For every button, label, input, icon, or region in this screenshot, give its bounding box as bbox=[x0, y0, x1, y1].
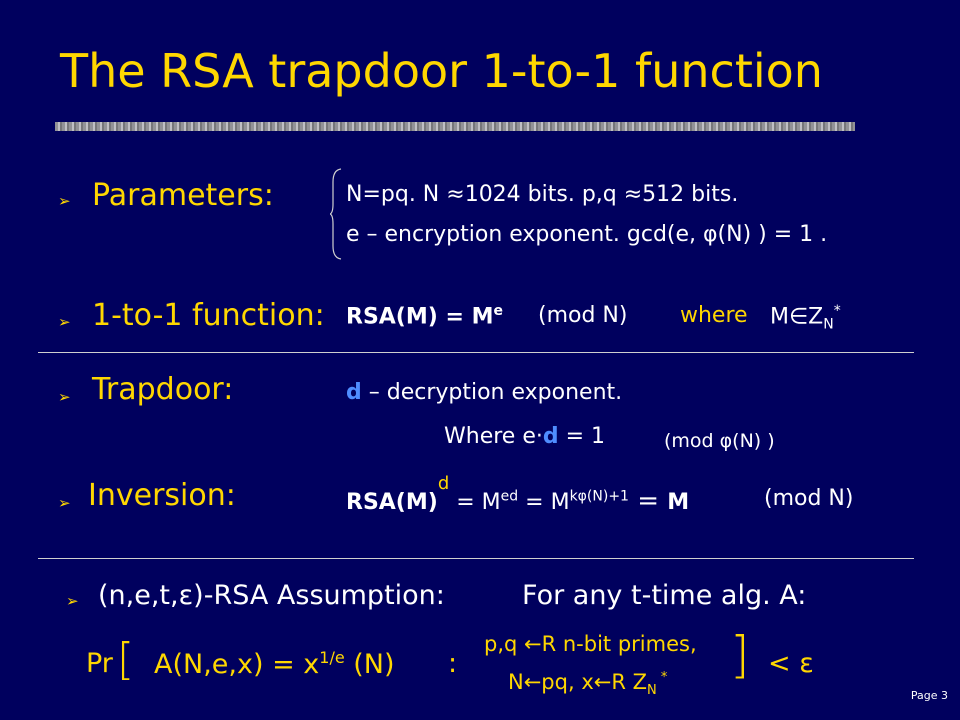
trapdoor-where: Where e·d = 1 bbox=[444, 424, 605, 449]
parameters-label: Parameters: bbox=[92, 178, 274, 213]
formula-left-bracket: [ bbox=[117, 634, 135, 685]
trapdoor-text: d – decryption exponent. bbox=[346, 380, 622, 405]
inversion-sup1: ed bbox=[500, 488, 519, 505]
formula-condition-2: N←pq, x←R ZN * bbox=[508, 670, 667, 698]
formula-exponent: 1/e bbox=[319, 648, 345, 667]
inversion-eq3: = bbox=[628, 486, 668, 516]
formula-tail: < ε bbox=[768, 648, 814, 679]
where-d: d bbox=[542, 424, 559, 449]
formula-colon: : bbox=[448, 648, 458, 679]
inversion-mod: (mod N) bbox=[764, 486, 854, 511]
cond2-text: N←pq, x←R Z bbox=[508, 670, 647, 694]
inversion-label: Inversion: bbox=[88, 478, 236, 513]
bullet-icon: ➢ bbox=[66, 592, 79, 610]
assumption-title: (n,e,t,ε)-RSA Assumption: bbox=[98, 580, 445, 611]
inversion-eq1: = M bbox=[449, 490, 501, 515]
bullet-icon: ➢ bbox=[58, 313, 71, 331]
trapdoor-mod: (mod φ(N) ) bbox=[664, 430, 775, 452]
title-divider bbox=[55, 122, 855, 131]
function-exponent: e bbox=[493, 303, 503, 319]
formula-body: A(N,e,x) = x1/e (N) bbox=[154, 648, 395, 680]
cond2-sub: N bbox=[647, 683, 657, 699]
bullet-icon: ➢ bbox=[58, 494, 71, 512]
inversion-lhs: RSA(M) bbox=[346, 490, 438, 515]
domain-sub: N bbox=[823, 316, 834, 333]
formula-mod: (N) bbox=[344, 649, 395, 680]
assumption-label: (n,e,t,ε)-RSA Assumption: bbox=[98, 580, 445, 611]
function-lhs: RSA(M) = M bbox=[346, 304, 494, 330]
formula-condition-1: p,q ←R n-bit primes, bbox=[484, 632, 697, 656]
inversion-sup2: kφ(N)+1 bbox=[569, 488, 629, 505]
where-rest: = 1 bbox=[558, 424, 606, 449]
inversion-d: d bbox=[437, 473, 450, 494]
formula-body-text: A(N,e,x) = x bbox=[154, 649, 320, 680]
page-number: Page 3 bbox=[910, 689, 948, 702]
domain-text: M∈Z bbox=[770, 304, 824, 330]
function-where: where bbox=[680, 303, 748, 328]
formula-right-bracket: ] bbox=[730, 626, 750, 684]
separator-line bbox=[38, 352, 914, 353]
bullet-icon: ➢ bbox=[58, 388, 71, 406]
function-domain: M∈ZN* bbox=[770, 303, 841, 333]
parameters-line-2: e – encryption exponent. gcd(e, φ(N) ) =… bbox=[346, 222, 828, 247]
bullet-icon: ➢ bbox=[58, 192, 71, 210]
function-formula: RSA(M) = Me bbox=[346, 303, 503, 329]
inversion-eq2: = M bbox=[518, 490, 570, 515]
separator-line bbox=[38, 558, 914, 559]
function-label: 1-to-1 function: bbox=[92, 298, 325, 333]
trapdoor-desc: – decryption exponent. bbox=[361, 380, 623, 405]
function-mod: (mod N) bbox=[538, 303, 628, 328]
domain-sup: * bbox=[833, 303, 841, 319]
inversion-result: M bbox=[667, 490, 690, 515]
slide-title: The RSA trapdoor 1-to-1 function bbox=[60, 44, 823, 98]
formula-pr: Pr bbox=[86, 648, 113, 679]
where-text: Where e· bbox=[444, 424, 543, 449]
parameters-line-1: N=pq. N ≈1024 bits. p,q ≈512 bits. bbox=[346, 182, 739, 207]
cond2-sup: * bbox=[656, 670, 668, 685]
brace-icon bbox=[330, 168, 342, 260]
trapdoor-label: Trapdoor: bbox=[92, 372, 234, 407]
trapdoor-d: d bbox=[346, 380, 362, 405]
assumption-text: For any t-time alg. A: bbox=[522, 580, 807, 611]
inversion-formula: RSA(M)d = Med = Mkφ(N)+1 = M bbox=[346, 473, 690, 516]
